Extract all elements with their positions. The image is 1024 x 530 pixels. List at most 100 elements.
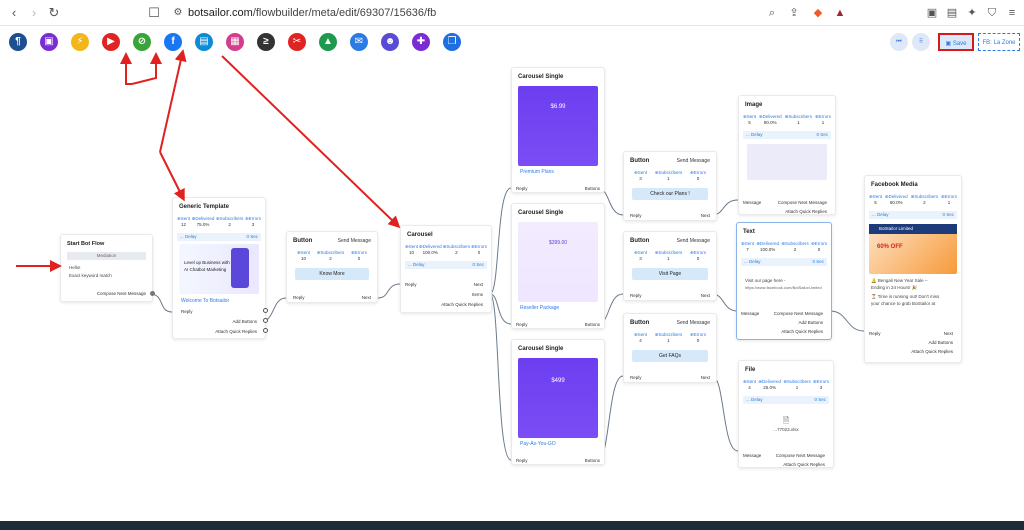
video-tool-icon[interactable]: ▶ (102, 33, 120, 51)
output-dot[interactable] (150, 291, 155, 296)
carousel-single-card-2[interactable]: Carousel Single $399.00 Reseller Package… (511, 203, 605, 329)
output-dot[interactable] (263, 308, 268, 313)
node-title: Carousel Single (518, 210, 564, 216)
facebook-tool-icon[interactable]: f (164, 33, 182, 51)
reply-port: Reply (869, 331, 881, 336)
payment-tool-icon[interactable]: ▣ (40, 33, 58, 51)
node-title: Text (743, 229, 755, 235)
brave-shield-icon[interactable]: ◆ (813, 7, 823, 19)
text-line: Visit our page here - (745, 278, 786, 283)
trigger-tool-icon[interactable]: ⚡ (71, 33, 89, 51)
output-dot[interactable] (263, 318, 268, 323)
get-faqs-button[interactable]: Get FAQs (632, 350, 708, 362)
delay-bar: 0 Sec... Delay (743, 131, 831, 139)
file-name: ...77023.xlsx (773, 427, 799, 432)
card-price: $399.00 (548, 240, 568, 246)
carousel-tool-icon[interactable]: ▦ (226, 33, 244, 51)
media-text: your chance to grab BotSailor at (871, 301, 936, 306)
card-image: $499 (518, 358, 598, 438)
attachment-tool-icon[interactable]: ⊘ (133, 33, 151, 51)
sidebar-icon[interactable]: ▣ (926, 7, 938, 19)
buttons-port: Buttons (584, 322, 600, 327)
check-plans-button[interactable]: Check our Plans ! (632, 188, 708, 200)
collapse-icon[interactable]: ⏮ (890, 33, 908, 51)
save-button[interactable]: ▣ Save (938, 33, 974, 51)
plugin-tool-icon[interactable]: ✚ (412, 33, 430, 51)
card-image: $399.00 (518, 222, 598, 302)
unsubscribe-tool-icon[interactable]: ✂ (288, 33, 306, 51)
forward-icon[interactable]: › (31, 5, 37, 20)
media-text: Ending in 24 Hours! 🎉 (871, 285, 918, 290)
template-caption: Welcome To Botsailor (181, 298, 230, 304)
reload-icon[interactable]: ↻ (48, 5, 60, 20)
carousel-single-card-1[interactable]: Carousel Single $6.99 Premium Plans Repl… (511, 67, 605, 193)
menu-icon[interactable]: ≡ (1008, 7, 1016, 19)
zoom-icon[interactable]: ⌕ (768, 7, 776, 19)
quick-replies-port: Attach Quick Replies (441, 302, 483, 307)
grid-icon[interactable]: ⠿ (912, 33, 930, 51)
site-info-icon[interactable]: ⚙ (173, 7, 183, 18)
next-port: Next (943, 331, 953, 336)
share-icon[interactable]: ⇪ (789, 7, 799, 19)
wallet-icon[interactable]: ▤ (946, 7, 958, 19)
node-title: Carousel Single (518, 346, 564, 352)
text-tool-icon[interactable]: ¶ (9, 33, 27, 51)
chat-tool-icon[interactable]: ✉ (350, 33, 368, 51)
match-type: Exact keyword match (69, 273, 112, 278)
carousel-single-card-3[interactable]: Carousel Single $499 Pay-As-You-GO Reply… (511, 339, 605, 465)
browser-toolbar: ‹ › ↻ ☐ ⚙ botsailor.com/flowbuilder/meta… (0, 0, 1024, 26)
bookmark-icon[interactable]: ☐ (148, 5, 160, 20)
document-tool-icon[interactable]: ❐ (443, 33, 461, 51)
ecommerce-tool-icon[interactable]: ▲ (319, 33, 337, 51)
vpn-icon[interactable]: ⛉ (987, 7, 997, 19)
save-icon: ▣ (945, 41, 953, 47)
delay-bar: 0 Sec... Delay (177, 233, 261, 241)
node-title: Button (630, 158, 650, 164)
leo-ai-icon[interactable]: ✦ (967, 7, 977, 19)
flow-canvas[interactable]: Start Bot Flow Mediation Hello! Exact ke… (0, 56, 1024, 521)
quick-replies-port: Attach Quick Replies (785, 209, 827, 214)
output-dot[interactable] (263, 328, 268, 333)
know-more-button[interactable]: Know More (295, 268, 369, 280)
brave-rewards-icon[interactable]: ▲ (834, 7, 846, 19)
condition-tool-icon[interactable]: ≥ (257, 33, 275, 51)
node-title: Start Bot Flow (67, 241, 105, 247)
address-bar[interactable]: botsailor.com/flowbuilder/meta/edit/6930… (188, 3, 878, 23)
generic-template-tool-icon[interactable]: ▤ (195, 33, 213, 51)
page-selector[interactable]: FB: La Zone (978, 33, 1020, 51)
add-buttons-port: Add Buttons (232, 319, 257, 324)
back-icon[interactable]: ‹ (11, 5, 17, 20)
visit-page-button[interactable]: Visit Page (632, 268, 708, 280)
bot-tool-icon[interactable]: ☻ (381, 33, 399, 51)
message-port: Message (741, 311, 760, 316)
media-text: 🔔 Bengali New Year Sale – (871, 278, 928, 283)
next-port: Next (700, 213, 710, 218)
start-bot-flow-node[interactable]: Start Bot Flow Mediation Hello! Exact ke… (60, 234, 155, 302)
file-icon: 🗎 (782, 416, 790, 425)
node-title: Generic Template (179, 204, 229, 210)
